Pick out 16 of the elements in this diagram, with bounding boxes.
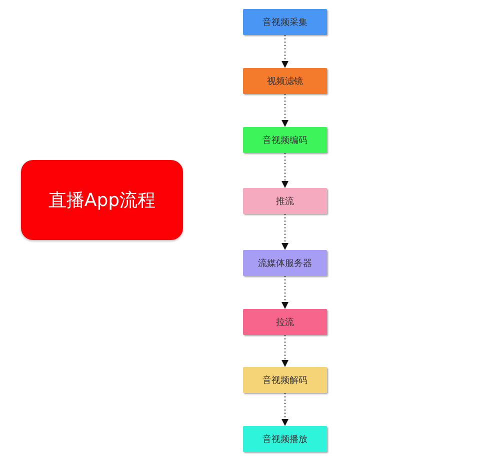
process-box: 音视频采集 (243, 9, 327, 35)
arrow (282, 152, 288, 188)
arrow (282, 94, 288, 128)
process-box: 流媒体服务器 (243, 250, 327, 276)
arrow (282, 392, 288, 426)
arrow (282, 276, 288, 310)
process-box: 视频滤镜 (243, 68, 327, 94)
process-box: 推流 (243, 188, 327, 214)
arrow (282, 214, 288, 250)
process-box: 音视频编码 (243, 127, 327, 153)
process-box: 音视频播放 (243, 426, 327, 452)
arrow (282, 334, 288, 368)
process-box: 拉流 (243, 309, 327, 335)
arrow (282, 34, 288, 68)
title-box: 直播App流程 (21, 160, 183, 240)
process-box: 音视频解码 (243, 367, 327, 393)
